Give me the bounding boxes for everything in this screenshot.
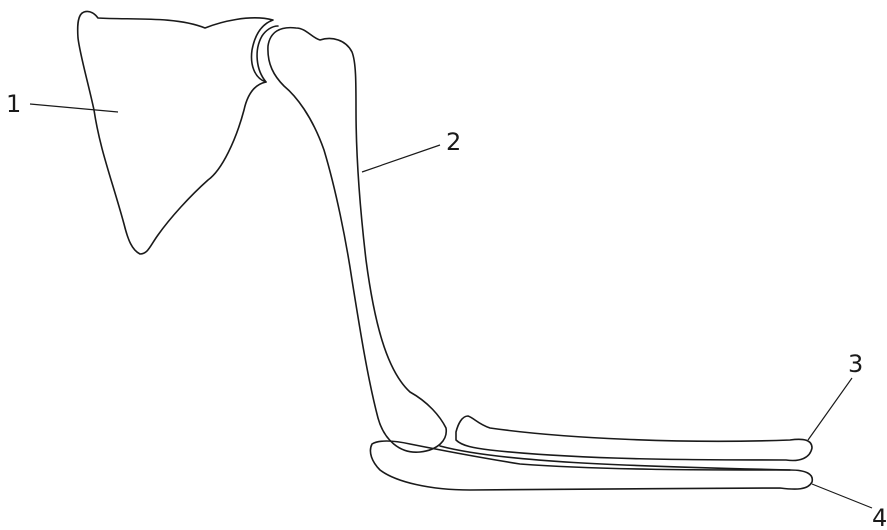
label-1: 1 bbox=[6, 90, 21, 118]
label-2: 2 bbox=[446, 128, 461, 156]
radius-outline bbox=[456, 416, 812, 461]
humerus-outline bbox=[268, 28, 446, 453]
leader-line-1 bbox=[30, 104, 118, 112]
label-4: 4 bbox=[872, 504, 887, 530]
leader-line-2 bbox=[362, 145, 440, 172]
leader-line-4 bbox=[812, 484, 872, 508]
leader-line-3 bbox=[808, 378, 852, 440]
ulna-outline bbox=[370, 441, 812, 490]
scapula-outline bbox=[78, 11, 273, 254]
label-3: 3 bbox=[848, 350, 863, 378]
